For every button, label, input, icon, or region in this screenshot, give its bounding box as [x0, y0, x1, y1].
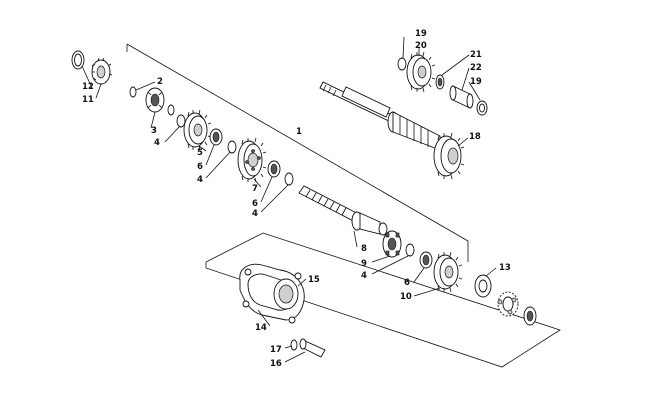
callout-8: 8 [361, 244, 367, 254]
callout-20: 20 [415, 41, 427, 51]
callout-18: 18 [469, 132, 481, 142]
housing-assembly-bracket [205, 232, 561, 368]
washer-part-17 [290, 339, 298, 351]
needle-bearing-part-6-c [419, 251, 433, 269]
washer-part-4-b [227, 140, 237, 154]
washer-part-4-c [284, 172, 294, 186]
leader-lines [81, 36, 497, 363]
bolt-part-16 [299, 338, 326, 358]
callout-4-a: 4 [154, 138, 160, 148]
callout-16: 16 [270, 359, 282, 369]
callout-3: 3 [151, 126, 157, 136]
bearing-right [497, 291, 519, 317]
washer-part-4-a [176, 114, 186, 128]
callout-4-d: 4 [361, 271, 367, 281]
gear-part-10 [433, 251, 463, 293]
main-shaft-part-8 [298, 185, 388, 236]
callout-21: 21 [470, 50, 482, 60]
gear-part-20 [406, 51, 436, 93]
seal-right [523, 306, 537, 326]
ring-part-19-b [476, 100, 488, 116]
callout-6-c: 6 [404, 278, 410, 288]
callout-2: 2 [157, 77, 163, 87]
counter-shaft [319, 81, 441, 151]
needle-bearing-part-6-a [209, 128, 223, 146]
callout-13: 13 [499, 263, 511, 273]
callout-4-b: 4 [197, 175, 203, 185]
callout-22: 22 [470, 63, 482, 73]
callout-6-a: 6 [197, 162, 203, 172]
callout-labels: 1 2 3 4 5 6 4 7 6 4 8 9 4 6 10 11 12 13 … [82, 29, 511, 369]
shaft-assembly-bracket [126, 43, 469, 262]
callout-7: 7 [252, 184, 258, 194]
clutch-hub-part-3 [145, 87, 165, 113]
callout-1: 1 [296, 127, 302, 137]
gear-part-5 [183, 109, 212, 151]
callout-17: 17 [270, 345, 282, 355]
thrust-washer-part-13 [474, 274, 492, 298]
bushing-part-22 [449, 85, 474, 109]
hub-part-9 [382, 230, 402, 258]
callout-15: 15 [308, 275, 320, 285]
sprocket-part-11 [91, 57, 113, 85]
callout-11: 11 [82, 95, 94, 105]
needle-bearing-part-6-b [267, 160, 281, 178]
callout-9: 9 [361, 259, 367, 269]
ring-part-19-a [397, 57, 407, 71]
callout-14: 14 [255, 323, 267, 333]
gear-part-7 [237, 137, 267, 183]
sleeve-part-21 [435, 74, 445, 90]
callout-19-a: 19 [415, 29, 427, 39]
callout-12: 12 [82, 82, 94, 92]
ring-part-2 [129, 86, 137, 98]
housing-part-14 [239, 263, 305, 324]
callout-4-c: 4 [252, 209, 258, 219]
gear-part-18 [433, 132, 465, 180]
callout-5: 5 [197, 148, 203, 158]
callout-19-b: 19 [470, 77, 482, 87]
washer-near-part-3 [167, 104, 175, 116]
callout-6-b: 6 [252, 199, 258, 209]
washer-part-4-d [405, 243, 415, 257]
snap-ring-part-12 [71, 50, 85, 70]
callout-10: 10 [400, 292, 412, 302]
